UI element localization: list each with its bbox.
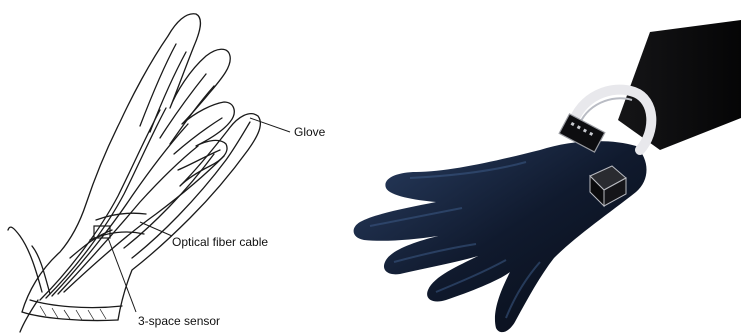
glove-line-drawing: Glove Optical fiber cable 3-space sensor xyxy=(0,0,350,336)
glove-label: Glove xyxy=(294,125,326,139)
glove-photo xyxy=(350,0,741,336)
optical-fiber-cable-callout-line xyxy=(140,222,172,236)
glove-photo-panel xyxy=(350,0,741,336)
three-space-sensor-label: 3-space sensor xyxy=(138,314,220,328)
dark-glove xyxy=(354,141,647,332)
glove-callout-line xyxy=(250,118,290,132)
wrist-housing xyxy=(618,20,741,150)
glove-line-drawing-panel: Glove Optical fiber cable 3-space sensor xyxy=(0,0,350,336)
hand-outline xyxy=(8,14,260,332)
optical-fiber-cable-label: Optical fiber cable xyxy=(172,235,268,249)
